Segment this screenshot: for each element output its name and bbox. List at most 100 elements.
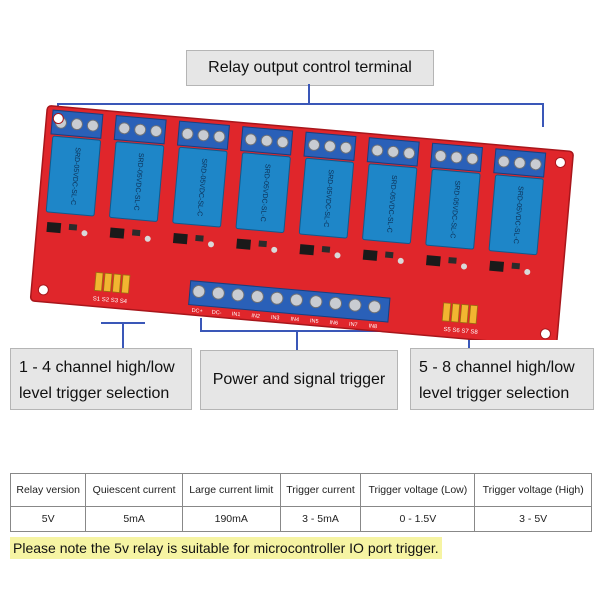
terminal-screw-icon [276,136,289,149]
terminal-screw-icon [244,133,257,146]
value-trigger-voltage-high: 3 - 5V [474,506,592,532]
relay-3 [172,146,228,228]
terminal-screw-icon [86,119,99,132]
top-bracket-right-leg [542,103,544,127]
terminal-screw-icon [403,147,416,160]
optocoupler [299,244,315,256]
header-trigger-voltage-high: Trigger voltage (High) [474,473,592,507]
terminal-screw-icon [150,125,163,138]
input-label-in6: IN6 [329,320,338,327]
mounting-hole [554,156,566,168]
left-jumper-1 [94,271,104,292]
led-icon [207,241,214,248]
header-quiescent-current: Quiescent current [85,473,183,507]
led-icon [524,268,531,275]
relay-output-callout-text: Relay output control terminal [208,59,412,76]
input-screw-icon [329,296,343,310]
input-screw-icon [192,284,206,298]
input-screw-icon [368,300,382,314]
mid-bracket-bar [200,330,396,332]
input-label-in5: IN5 [310,318,319,325]
relay-6 [362,163,418,245]
relay-7 [425,168,481,250]
transistor [131,229,141,237]
relay-5 [298,157,354,239]
terminal-screw-icon [450,151,463,164]
mounting-hole [52,113,64,125]
usage-note: Please note the 5v relay is suitable for… [10,537,442,559]
header-large-current-limit: Large current limit [181,473,281,507]
led-icon [271,246,278,253]
transistor [195,234,204,242]
transistor [448,257,457,264]
input-screw-icon [250,290,264,304]
optocoupler [425,255,441,267]
terminal-screw-icon [70,118,83,131]
input-label-in2: IN2 [251,313,260,320]
terminal-screw-icon [308,138,321,151]
channel-5-8-callout: 5 - 8 channel high/low level trigger sel… [410,348,594,410]
top-bracket-bar [57,103,544,105]
input-label-in1: IN1 [232,311,241,318]
top-bracket-stem [308,84,310,105]
optocoupler [489,260,505,272]
led-icon [81,230,88,237]
terminal-screw-icon [213,130,226,143]
terminal-screw-icon [181,127,194,140]
led-icon [334,252,341,259]
header-trigger-voltage-low: Trigger voltage (Low) [360,473,476,507]
input-screw-icon [348,298,362,312]
value-quiescent-current: 5mA [85,506,183,532]
mid-bracket-left-leg [200,318,202,332]
relay-output-callout: Relay output control terminal [186,50,434,86]
input-label-in4: IN4 [290,317,299,324]
terminal-screw-icon [497,155,510,168]
header-relay-version: Relay version [9,473,87,507]
channel-5-8-callout-line1: 5 - 8 channel high/low [419,359,575,376]
optocoupler [236,238,252,250]
right-jumper-1 [441,302,452,322]
relay-2 [109,141,165,222]
input-label-dcminus: DC- [211,310,221,317]
channel-1-4-callout: 1 - 4 channel high/low level trigger sel… [10,348,192,410]
input-label-dcplus: DC+ [191,308,203,315]
relay-4 [235,152,291,233]
left-jumper-2 [103,272,113,293]
mid-bracket-stem [296,330,298,350]
optocoupler [46,221,62,234]
transistor [511,262,520,270]
right-jumper-3 [459,303,470,324]
left-bracket-stem [122,322,124,348]
input-label-in3: IN3 [271,315,280,322]
value-relay-version: 5V [9,506,87,532]
value-large-current-limit: 190mA [181,506,281,532]
terminal-screw-icon [466,152,479,165]
transistor [68,223,78,231]
terminal-screw-icon [371,144,384,157]
input-screw-icon [270,291,284,305]
input-label-in8: IN8 [368,323,377,330]
power-signal-callout: Power and signal trigger [200,350,398,410]
value-trigger-voltage-low: 0 - 1.5V [360,506,476,532]
terminal-screw-icon [323,140,336,153]
optocoupler [172,233,188,245]
led-icon [144,235,151,242]
terminal-screw-icon [197,129,210,142]
terminal-screw-icon [134,123,147,136]
input-screw-icon [309,295,323,309]
transistor [384,251,394,259]
channel-1-4-callout-line2: level trigger selection [19,385,170,402]
terminal-screw-icon [434,149,447,162]
header-trigger-current: Trigger current [279,473,362,507]
input-screw-icon [231,288,245,302]
input-label-in7: IN7 [349,322,358,329]
mounting-hole [37,284,49,296]
terminal-screw-icon [513,156,526,169]
jumper-right-label: S5 S6 S7 S8 [443,327,478,336]
terminal-screw-icon [387,145,400,158]
left-jumper-3 [112,273,122,293]
transistor [321,246,331,253]
channel-1-4-callout-line1: 1 - 4 channel high/low [19,359,175,376]
relay-1 [45,135,101,217]
